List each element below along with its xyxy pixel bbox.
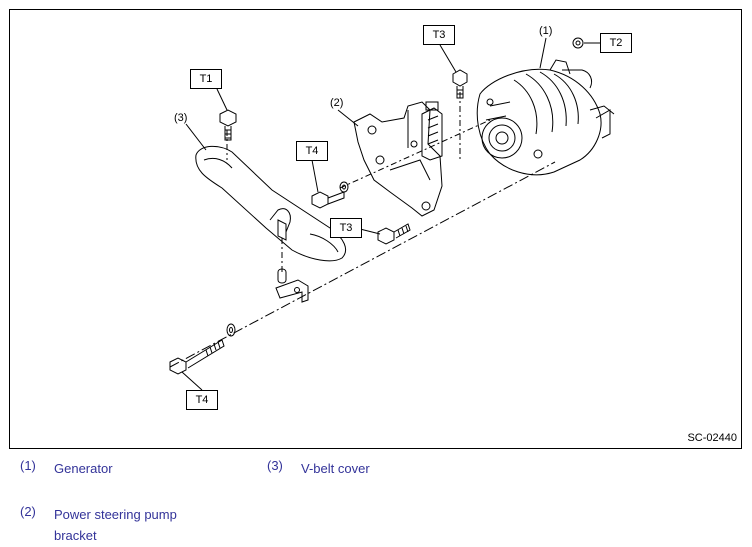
torque-label-t4-upper: T4 <box>296 141 328 161</box>
torque-label-t3-top: T3 <box>423 25 455 45</box>
bolt-t3-top <box>452 69 468 99</box>
leader-c3 <box>185 123 207 151</box>
legend-label: V-belt cover <box>301 461 370 476</box>
leader-t1 <box>216 88 228 111</box>
callout-1: (1) <box>539 25 553 37</box>
legend-number: (2) <box>20 504 36 519</box>
cover-lower-bracket <box>275 268 309 303</box>
legend: (1) Generator (3) V-belt cover (2) Power… <box>0 458 752 547</box>
callout-3: (3) <box>174 112 188 124</box>
generator <box>476 59 615 176</box>
nut-t2 <box>572 37 584 49</box>
legend-number: (1) <box>20 458 36 473</box>
legend-number: (3) <box>267 458 283 473</box>
leader-t4-lower <box>181 371 203 391</box>
torque-label-t1: T1 <box>190 69 222 89</box>
diagram-code: SC-02440 <box>687 432 737 444</box>
bolt-t1 <box>219 109 237 141</box>
torque-label-t4-lower: T4 <box>186 390 218 410</box>
callout-2: (2) <box>330 97 344 109</box>
leader-c1 <box>539 37 547 69</box>
v-belt-cover <box>195 145 346 262</box>
exploded-diagram: T1 T2 T3 T4 T3 T4 (1) (2) (3) SC-02440 <box>9 9 742 449</box>
leader-t3-top <box>439 44 457 73</box>
leader-t4-upper <box>311 159 319 193</box>
leader-c2 <box>337 109 359 127</box>
legend-label: Power steering pump bracket <box>54 507 177 543</box>
torque-label-t3-mid: T3 <box>330 218 362 238</box>
long-bolt-t4 <box>169 323 236 375</box>
bolt-t4-upper <box>311 181 349 209</box>
diagram-drawing <box>169 37 615 391</box>
legend-label: Generator <box>54 461 113 476</box>
power-steering-pump-bracket <box>353 101 443 217</box>
torque-label-t2: T2 <box>600 33 632 53</box>
adjust-bolt-assembly <box>421 101 443 161</box>
bolt-t3-mid <box>377 223 411 245</box>
